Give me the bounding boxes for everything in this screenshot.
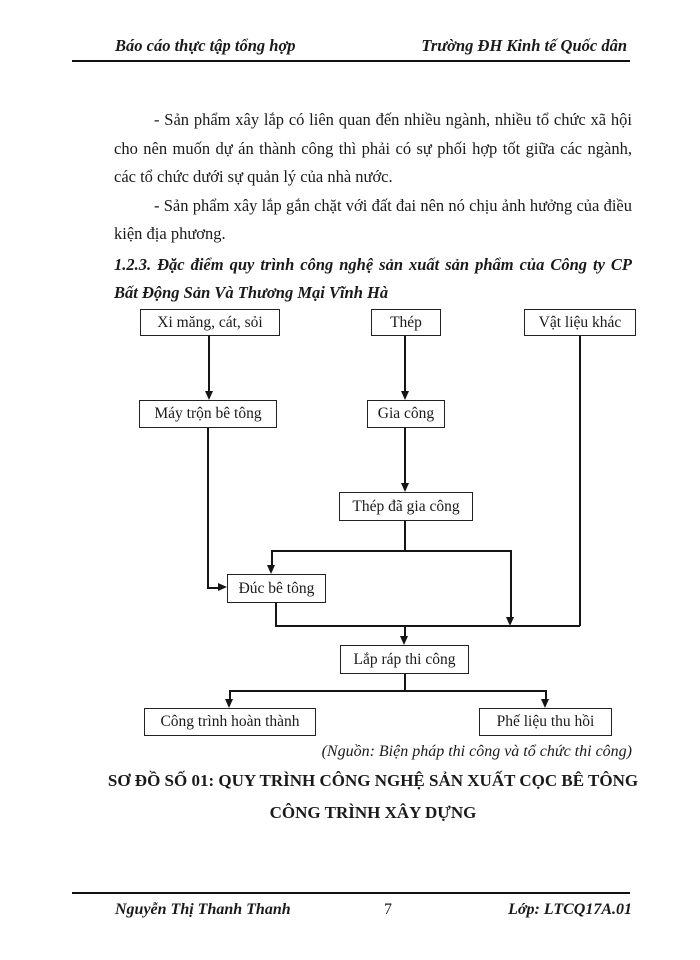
connector-line [275, 625, 580, 627]
arrow-down-icon [400, 636, 408, 645]
figure-title-line1: SƠ ĐỒ SỐ 01: QUY TRÌNH CÔNG NGHỆ SẢN XUẤ… [107, 771, 639, 790]
figure-title-line2: CÔNG TRÌNH XÂY DỰNG [269, 803, 477, 822]
flow-box-processing: Gia công [367, 400, 445, 428]
footer-author-name: Nguyễn Thị Thanh Thanh [115, 901, 291, 918]
header-rule [72, 60, 630, 62]
arrow-down-icon [400, 483, 409, 492]
connector-line [510, 550, 512, 617]
header-report-title: Báo cáo thực tập tổng hợp [115, 36, 296, 55]
arrow-down-icon [400, 391, 409, 400]
figure-source-caption: (Nguồn: Biện pháp thi công và tổ chức th… [321, 743, 632, 760]
connector-line [208, 336, 210, 391]
connector-line [404, 674, 406, 691]
footer-page-number: 7 [384, 901, 392, 918]
connector-line [404, 428, 406, 483]
paragraph-2: - Sản phẩm xây lắp gắn chặt với đất đai … [114, 195, 632, 244]
flow-box-materials: Xi măng, cát, sỏi [140, 309, 280, 336]
connector-line [229, 690, 231, 699]
footer-class-label: Lớp: LTCQ17A.01 [508, 901, 632, 918]
connector-line [404, 626, 406, 636]
connector-line [404, 336, 406, 391]
flow-box-mixer: Máy trộn bê tông [139, 400, 277, 428]
connector-line [579, 336, 581, 626]
arrow-down-icon [225, 699, 233, 708]
flow-box-scrap: Phế liệu thu hồi [479, 708, 612, 736]
flow-box-other-materials: Vật liệu khác [524, 309, 636, 336]
footer-rule [72, 892, 630, 894]
body-text-block: - Sản phẩm xây lắp có liên quan đến nhiề… [114, 106, 632, 308]
connector-line [404, 521, 406, 551]
arrow-down-icon [267, 565, 275, 574]
connector-line [271, 550, 273, 565]
connector-line [545, 690, 547, 699]
paragraph-1: - Sản phẩm xây lắp có liên quan đến nhiề… [114, 110, 632, 186]
connector-line [275, 603, 277, 626]
flow-box-finished: Công trình hoàn thành [144, 708, 316, 736]
connector-line [229, 690, 546, 692]
arrow-right-icon [218, 583, 227, 591]
section-heading: 1.2.3. Đặc điểm quy trình công nghệ sản … [114, 254, 632, 303]
arrow-down-icon [541, 699, 549, 708]
flow-box-processed-steel: Thép đã gia công [339, 492, 473, 521]
connector-line [207, 587, 218, 589]
header-university-title: Trường ĐH Kinh tế Quốc dân [421, 36, 627, 55]
connector-line [271, 550, 511, 552]
arrow-down-icon [204, 391, 213, 400]
flow-box-assembly: Lắp ráp thi công [340, 645, 469, 674]
connector-line [207, 428, 209, 589]
flow-box-casting: Đúc bê tông [227, 574, 326, 603]
flow-box-steel: Thép [371, 309, 441, 336]
arrow-down-icon [506, 617, 514, 626]
